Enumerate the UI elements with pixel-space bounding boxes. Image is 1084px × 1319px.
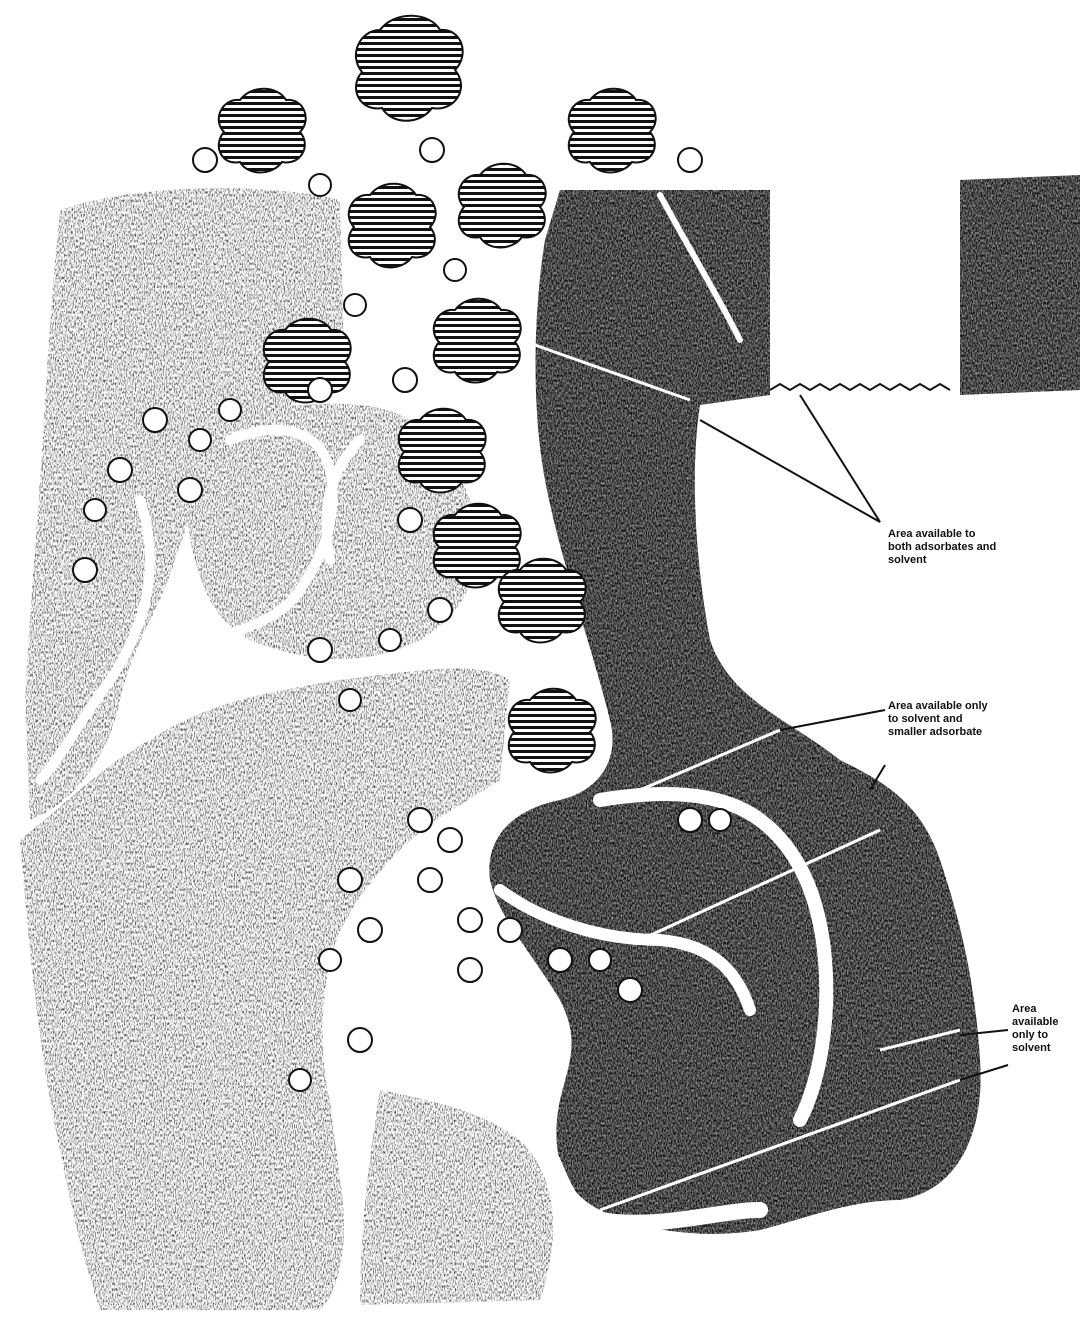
callout-solvent-only: Area available only to solvent bbox=[1012, 1003, 1084, 1055]
callout-solvent-and-smaller-adsorbate: Area available only to solvent and small… bbox=[888, 700, 1068, 739]
leader-both-1 bbox=[800, 395, 880, 522]
leader-both-2 bbox=[700, 420, 880, 522]
callout-both-adsorbates-and-solvent: Area available to both adsorbates and so… bbox=[888, 528, 1068, 567]
wavy-connector bbox=[770, 384, 950, 390]
leader-smaller-1 bbox=[780, 710, 885, 730]
